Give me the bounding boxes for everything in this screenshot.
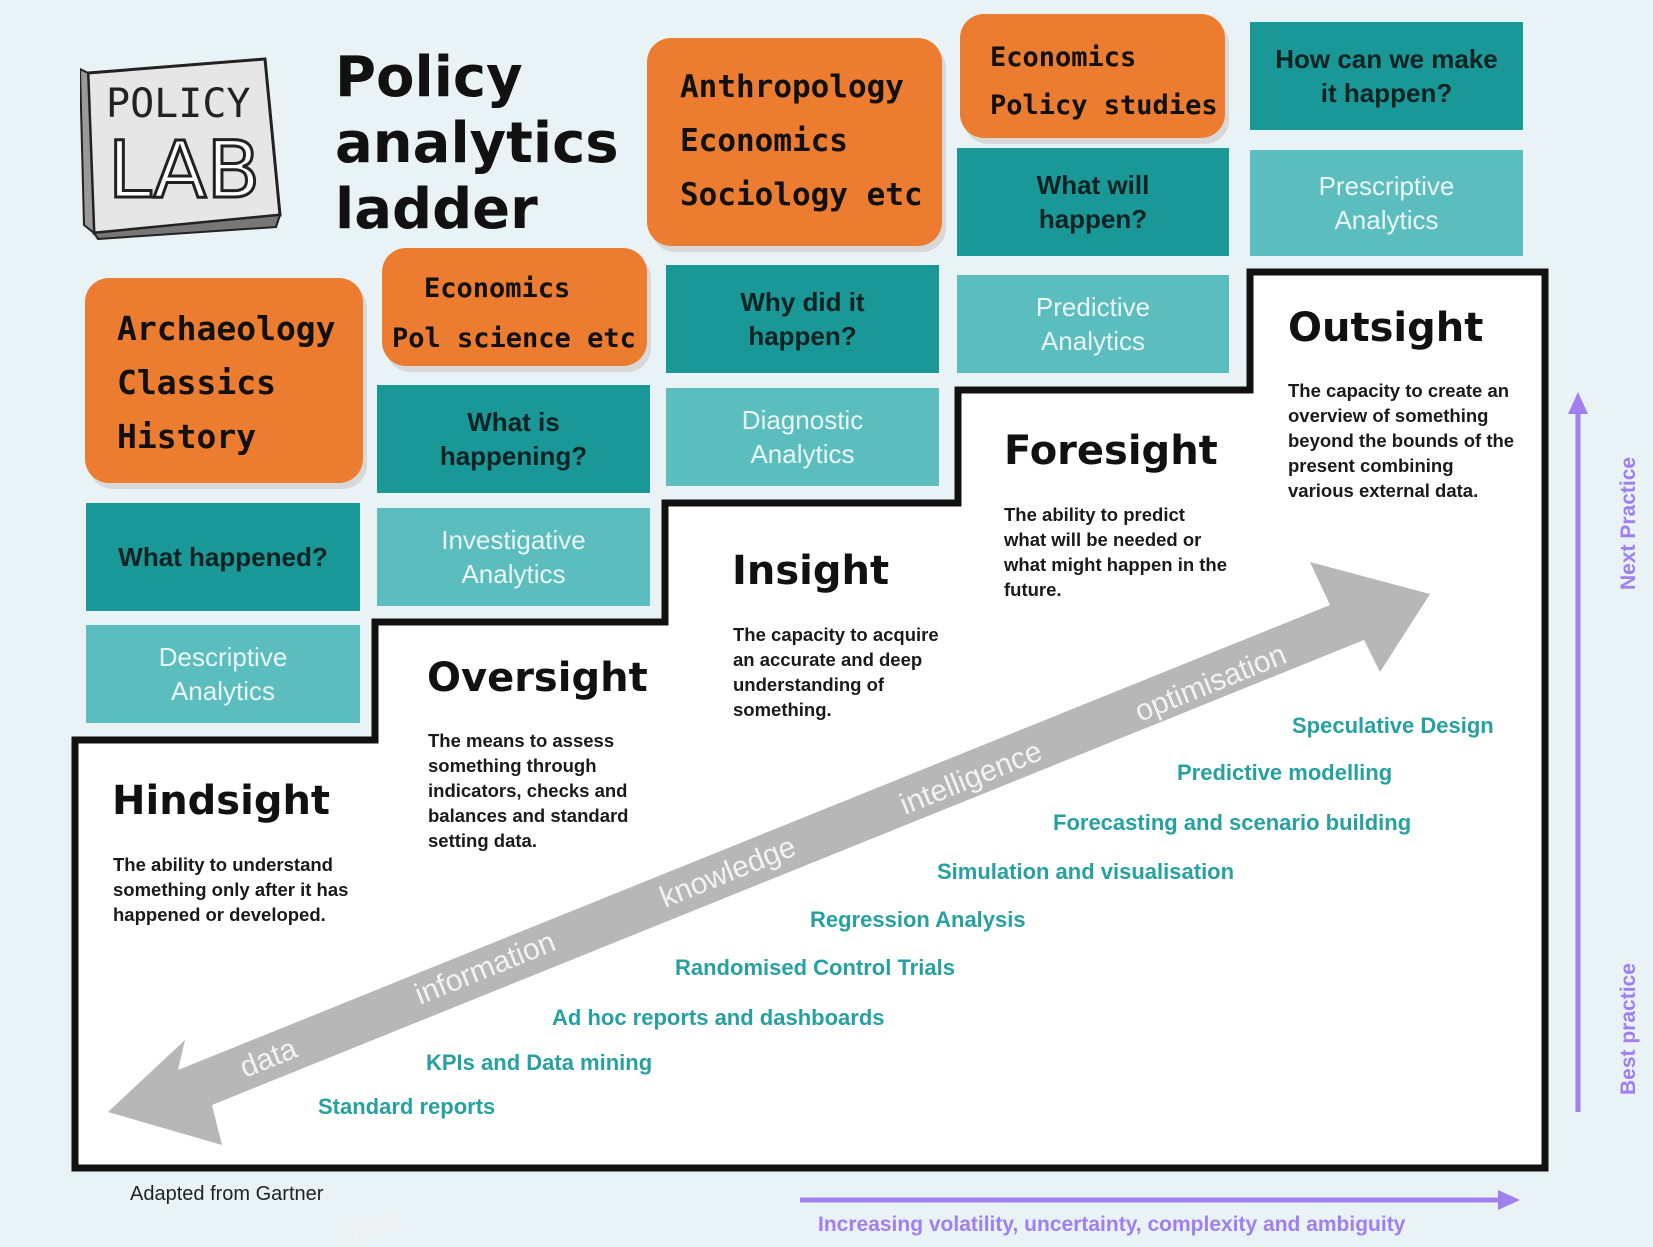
method-standard-reports: Standard reports [318, 1094, 496, 1119]
discipline-box-3: Anthropology Economics Sociology etc [647, 38, 942, 246]
analytics-descriptive: Descriptive Analytics [86, 625, 360, 723]
question-how-can-we-make-it-happen: How can we make it happen? [1250, 22, 1523, 130]
stage-desc-foresight: The ability to predict what will be need… [1004, 504, 1228, 600]
stage-title-insight: Insight [732, 548, 890, 594]
source-note: Adapted from Gartner [130, 1183, 324, 1205]
logo-word-lab: LAB [108, 126, 260, 216]
stage-desc-outsight: The capacity to create an overview of so… [1288, 380, 1515, 501]
y-axis-bottom-label: Best practice [1617, 963, 1640, 1095]
method-rct: Randomised Control Trials [675, 955, 955, 980]
analytics-investigative: Investigative Analytics [377, 508, 650, 606]
page-title: Policy analytics ladder [335, 45, 619, 242]
question-why-did-it-happen: Why did it happen? [666, 265, 939, 373]
question-what-happened: What happened? [86, 503, 360, 611]
analytics-diagnostic: Diagnostic Analytics [666, 388, 939, 486]
stage-title-hindsight: Hindsight [112, 778, 331, 824]
stage-title-outsight: Outsight [1288, 305, 1484, 351]
method-ad-hoc-reports: Ad hoc reports and dashboards [552, 1005, 885, 1030]
method-predictive-modelling: Predictive modelling [1177, 760, 1393, 785]
progression-arrow [108, 562, 1430, 1145]
stage-title-oversight: Oversight [427, 655, 648, 701]
x-axis-label: Increasing volatility, uncertainty, comp… [818, 1213, 1406, 1236]
policy-lab-logo: POLICY LAB [78, 55, 285, 241]
method-speculative-design: Speculative Design [1292, 713, 1494, 738]
question-what-is-happening: What is happening? [377, 385, 650, 493]
logo-word-policy: POLICY [106, 81, 251, 127]
y-axis-top-label: Next Practice [1617, 456, 1640, 590]
method-simulation: Simulation and visualisation [937, 859, 1235, 884]
question-what-will-happen: What will happen? [957, 148, 1229, 256]
discipline-box-4: Economics Policy studies [960, 14, 1225, 138]
method-forecasting: Forecasting and scenario building [1053, 810, 1412, 835]
stage-desc-insight: The capacity to acquire an accurate and … [733, 624, 939, 720]
y-axis-arrowhead [1568, 392, 1588, 414]
stage-title-foresight: Foresight [1004, 428, 1218, 474]
analytics-prescriptive: Prescriptive Analytics [1250, 150, 1523, 256]
stage-desc-oversight: The means to assess something through in… [428, 730, 629, 851]
x-axis-arrowhead [1498, 1190, 1520, 1210]
discipline-box-2: Economics Pol science etc [382, 248, 647, 366]
analytics-predictive: Predictive Analytics [957, 275, 1229, 373]
stage-desc-hindsight: The ability to understand something only… [113, 854, 349, 925]
method-kpis: KPIs and Data mining [426, 1050, 653, 1075]
method-regression: Regression Analysis [810, 907, 1026, 932]
discipline-box-1: Archaeology Classics History [85, 278, 363, 483]
